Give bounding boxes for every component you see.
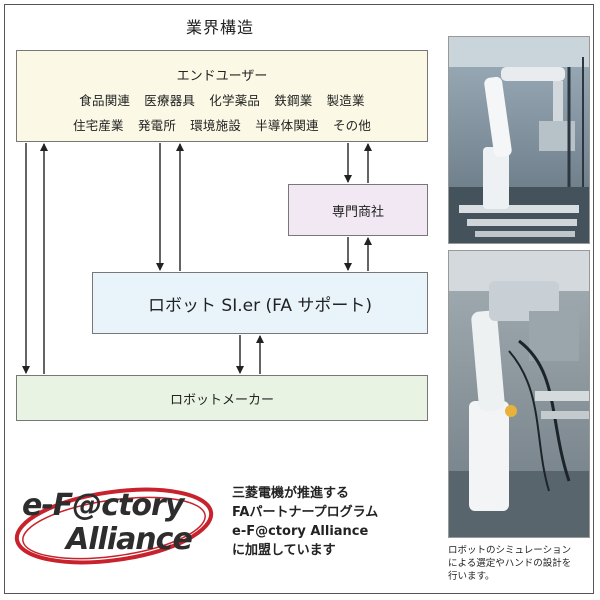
logo-swoosh-icon bbox=[14, 487, 214, 565]
robot-photo-2 bbox=[448, 250, 590, 538]
logo-text-line1: e-F@ctory bbox=[22, 488, 184, 523]
robot-arm-image bbox=[449, 251, 589, 537]
caption-line: 行います。 bbox=[448, 571, 495, 582]
industry-item: 発電所 bbox=[137, 118, 177, 133]
industry-item: 化学薬品 bbox=[209, 93, 261, 108]
outer-frame bbox=[4, 4, 594, 594]
trading-company-box: 専門商社 bbox=[288, 184, 428, 236]
promo-line: e-F@ctory Alliance bbox=[232, 524, 369, 539]
industry-item: 製造業 bbox=[326, 93, 365, 108]
industry-item: 半導体関連 bbox=[255, 118, 319, 133]
logo-text-line2: Alliance bbox=[66, 522, 193, 557]
end-user-row-2: 住宅産業 発電所 環境施設 半導体関連 その他 bbox=[17, 115, 427, 134]
efactory-alliance-logo: e-F@ctory Alliance bbox=[14, 482, 224, 570]
industry-item: 住宅産業 bbox=[72, 118, 124, 133]
diagram-title: 業界構造 bbox=[185, 18, 254, 37]
promo-line: FAパートナープログラム bbox=[232, 505, 379, 520]
end-user-header: エンドユーザー bbox=[176, 69, 268, 84]
promo-line: に加盟しています bbox=[232, 543, 336, 558]
industry-item: 鉄鋼業 bbox=[274, 93, 313, 108]
alliance-promo-text: 三菱電機が推進する FAパートナープログラム e-F@ctory Allianc… bbox=[232, 484, 442, 560]
robot-maker-box: ロボットメーカー bbox=[16, 375, 428, 421]
end-user-box: エンドユーザー 食品関連 医療器具 化学薬品 鉄鋼業 製造業 住宅産業 発電所 … bbox=[16, 50, 428, 142]
robot-arm-image bbox=[449, 37, 589, 243]
industry-item: 食品関連 bbox=[79, 93, 131, 108]
industry-item: その他 bbox=[332, 118, 372, 133]
caption-line: による選定やハンドの設計を bbox=[448, 558, 572, 569]
end-user-row-1: 食品関連 医療器具 化学薬品 鉄鋼業 製造業 bbox=[17, 90, 427, 109]
robot-photo-1 bbox=[448, 36, 590, 244]
robot-sier-box: ロボット SI.er (FA サポート) bbox=[92, 272, 428, 334]
caption-line: ロボットのシミュレーション bbox=[448, 545, 572, 556]
industry-item: 医療器具 bbox=[144, 93, 196, 108]
industry-item: 環境施設 bbox=[190, 118, 242, 133]
promo-line: 三菱電機が推進する bbox=[232, 486, 350, 501]
photo-caption: ロボットのシミュレーション による選定やハンドの設計を 行います。 bbox=[448, 544, 594, 583]
